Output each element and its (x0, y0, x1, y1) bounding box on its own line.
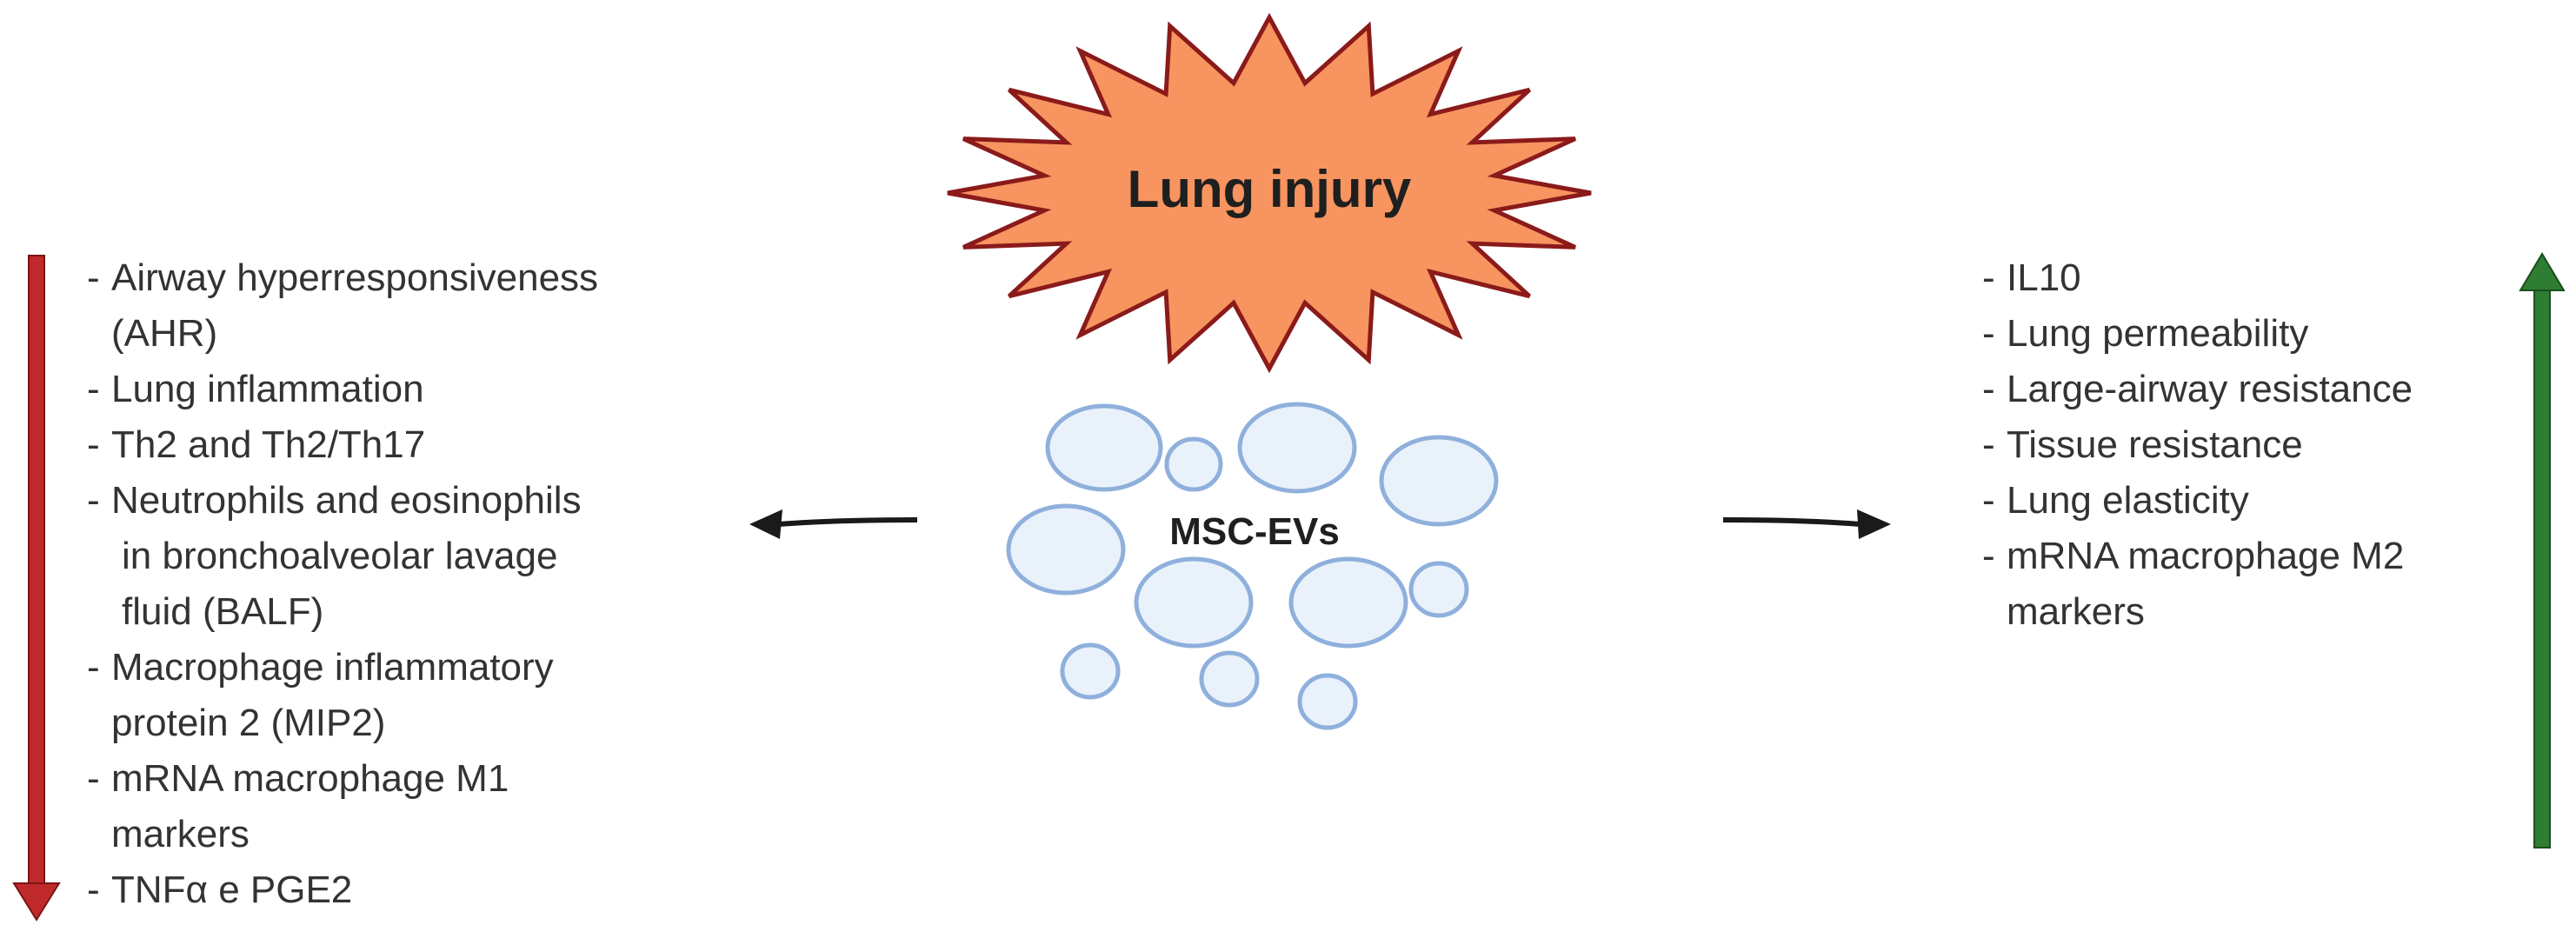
list-item: -Th2 and Th2/Th17 (87, 417, 598, 473)
item-text: Airway hyperresponsiveness (111, 256, 599, 299)
vesicle (1006, 503, 1126, 596)
vesicle (1237, 402, 1357, 494)
list-item: -Lung inflammation (87, 362, 598, 417)
item-text: mRNA macrophage M1 (111, 757, 509, 800)
vesicle (1379, 435, 1499, 527)
down-arrow-icon (12, 255, 61, 922)
list-item: -Large-airway resistance (1982, 362, 2413, 417)
vesicle (1045, 403, 1163, 492)
item-text: Large-airway resistance (2007, 368, 2413, 410)
list-dash: - (1982, 535, 1995, 577)
item-text: TNFα e PGE2 (111, 868, 353, 911)
item-text: Tissue resistance (2007, 423, 2303, 466)
burst-shape (947, 12, 1592, 374)
left-pointer-arrow (749, 509, 918, 539)
vesicle (1297, 673, 1358, 730)
list-item: -Macrophage inflammatory protein 2 (MIP2… (87, 640, 598, 751)
list-dash: - (1982, 479, 1995, 522)
item-text: Lung inflammation (111, 368, 424, 410)
list-item: -IL10 (1982, 250, 2413, 306)
vesicle-cluster (1006, 402, 1499, 730)
list-dash: - (87, 256, 100, 299)
list-item: -Lung permeability (1982, 306, 2413, 362)
vesicle (1408, 561, 1469, 618)
list-dash: - (1982, 368, 1995, 410)
list-item: -mRNA macrophage M2 markers (1982, 529, 2413, 640)
center-label: MSC-EVs (1169, 510, 1340, 553)
item-text: Lung elasticity (2007, 479, 2249, 522)
list-item: -Airway hyperresponsiveness (AHR) (87, 250, 598, 362)
item-text: markers (111, 813, 250, 855)
list-dash: - (87, 646, 100, 689)
item-text: markers (2007, 590, 2145, 633)
up-arrow-icon (2519, 252, 2566, 849)
item-text: Th2 and Th2/Th17 (111, 423, 426, 466)
item-text: in bronchoalveolar lavage (122, 535, 558, 577)
item-text: fluid (BALF) (122, 590, 324, 633)
list-dash: - (1982, 312, 1995, 355)
vesicle (1164, 436, 1223, 492)
right-pointer-arrow (1722, 509, 1891, 539)
item-text: Lung permeability (2007, 312, 2309, 355)
list-dash: - (87, 868, 100, 911)
vesicle (1060, 642, 1121, 700)
list-item: -mRNA macrophage M1 markers (87, 751, 598, 862)
list-item: -Neutrophils and eosinophils in bronchoa… (87, 473, 598, 640)
vesicle (1288, 556, 1408, 649)
list-item: -Lung elasticity (1982, 473, 2413, 529)
decreased-effects-list: -Airway hyperresponsiveness (AHR) -Lung … (87, 250, 598, 918)
increased-effects-list: -IL10 -Lung permeability -Large-airway r… (1982, 250, 2413, 640)
item-text: (AHR) (111, 312, 218, 355)
item-text: IL10 (2007, 256, 2081, 299)
list-item: -Tissue resistance (1982, 417, 2413, 473)
item-text: mRNA macrophage M2 (2007, 535, 2405, 577)
burst-title: Lung injury (1128, 160, 1412, 218)
list-dash: - (87, 423, 100, 466)
list-dash: - (87, 368, 100, 410)
item-text: Neutrophils and eosinophils (111, 479, 582, 522)
list-dash: - (1982, 423, 1995, 466)
list-dash: - (1982, 256, 1995, 299)
item-text: Macrophage inflammatory (111, 646, 554, 689)
list-item: -TNFα e PGE2 (87, 862, 598, 918)
lung-injury-burst: Lung injury (947, 12, 1592, 374)
list-dash: - (87, 479, 100, 522)
item-text: protein 2 (MIP2) (111, 702, 386, 744)
vesicle (1199, 650, 1260, 708)
list-dash: - (87, 757, 100, 800)
vesicle (1134, 556, 1254, 649)
